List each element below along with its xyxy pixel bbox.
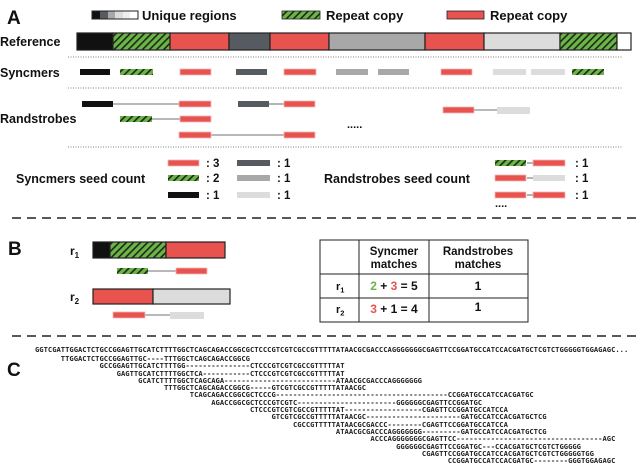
aligned-read: GGGGGGCGAGTTCCGGATGC---CCACGATGCTCGTCTGG… — [35, 441, 581, 451]
alignment-reads: TTGGACTCTGCCGGAGTTGC----TTTGGCTCAGCAGACC… — [35, 354, 616, 466]
row-randstrobe-matches: 1 — [475, 300, 482, 314]
aligned-read: GCATCTTTTGGCTCAGCAGA--------------------… — [35, 375, 422, 385]
randstrobe-strobe — [442, 106, 475, 114]
legend-unique-label: Unique regions — [142, 8, 237, 23]
randstrobe-strobe — [178, 100, 212, 108]
count-value: : 2 — [206, 173, 219, 185]
randstrobes-ellipsis: ..... — [347, 119, 362, 131]
count-value: : 1 — [206, 190, 220, 202]
syncmer-seed — [531, 69, 565, 75]
matches-table: Syncmer matches Randstrobes matches r1 2… — [319, 239, 529, 323]
reference-label: Reference — [0, 35, 60, 49]
randstrobe-seed-count-label: Randstrobes seed count — [324, 172, 471, 186]
aligned-read: CTCCCGTCGTCGCCGTTTTTAT------------------… — [35, 405, 508, 415]
syncmer-seeds — [80, 68, 604, 76]
count-value: : 1 — [575, 158, 589, 170]
aligned-read: ACCCAGGGGGGGCGAGTTCC--------------------… — [35, 434, 616, 444]
read-r2-bar — [92, 288, 231, 305]
syncmer-seed — [283, 68, 317, 76]
table-row: r2 3 + 1 = 4 1 — [336, 300, 482, 318]
header-randstrobes-sub: matches — [455, 259, 502, 271]
row-syncmer-matches: 3 + 1 = 4 — [370, 302, 418, 316]
randstrobe-strobe — [238, 101, 269, 107]
legend-unique-regions: Unique regions — [91, 8, 237, 23]
aligned-read: ATAACGCGACCCAGGGGGGG---------GATGCCATCCA… — [35, 426, 547, 436]
randstrobe-strobe — [82, 101, 113, 107]
read-r2-randstrobe — [112, 311, 204, 319]
header-syncmer: Syncmer — [370, 246, 419, 258]
randstrobe-seeds — [82, 100, 530, 139]
panel-a-letter: A — [7, 8, 21, 29]
row-read-label: r2 — [336, 304, 344, 318]
read-r1-label: r1 — [70, 244, 80, 260]
legend-repeat-green-label: Repeat copy — [326, 8, 404, 23]
randstrobe-strobe — [178, 131, 212, 139]
alignment-reference-sequence: GGTCGATTGGACTCTGCCGGAGTTGCATCTTTTGGCTCAG… — [35, 345, 629, 354]
aligned-read: TCAGCAGACCGGCGCTCCCG--------------------… — [35, 390, 534, 400]
reference-bar — [76, 32, 632, 51]
count-value: : 1 — [277, 173, 291, 185]
randstrobe-strobe — [283, 100, 316, 108]
aligned-read: GTCGTCGCCGTTTTTATAACGC------------------… — [35, 412, 547, 422]
aligned-read: GCCGGAGTTGCATCTTTTGG---------------CTCCC… — [35, 361, 345, 371]
syncmer-seed — [236, 69, 267, 75]
aligned-read: AGACCGGCGCTCCCGTCGTC--------------------… — [35, 397, 483, 407]
randstrobes-label: Randstrobes — [0, 112, 76, 126]
syncmer-seed-count-legend: : 3 : 1 : 2 : 1 : 1 : 1 — [167, 158, 291, 202]
table-row: r1 2 + 3 = 5 1 — [336, 279, 482, 295]
syncmer-seed — [179, 68, 212, 76]
syncmer-seed — [336, 69, 368, 75]
syncmer-seed — [378, 69, 409, 75]
row-read-label: r1 — [336, 281, 344, 295]
syncmer-seed — [493, 69, 526, 75]
legend-repeat-green: Repeat copy — [281, 8, 404, 23]
syncmers-label: Syncmers — [0, 66, 60, 80]
row-syncmer-matches: 2 + 3 = 5 — [370, 279, 418, 293]
syncmer-seed — [440, 68, 473, 76]
count-value: : 1 — [277, 158, 291, 170]
count-value: : 1 — [277, 190, 291, 202]
randstrobe-strobe — [283, 131, 316, 139]
legend-repeat-red-label: Repeat copy — [490, 8, 568, 23]
aligned-read: TTGGACTCTGCCGGAGTTGC----TTTGGCTCAGCAGACC… — [35, 354, 250, 363]
aligned-read: GAGTTGCATCTTTTGGCTCA-----------CTCCCGTCG… — [35, 368, 345, 378]
row-randstrobe-matches: 1 — [475, 279, 482, 293]
randstrobe-strobe — [120, 116, 152, 122]
header-syncmer-sub: matches — [371, 259, 418, 271]
header-randstrobes: Randstrobes — [443, 246, 513, 258]
panel-b-letter: B — [8, 239, 22, 260]
syncmer-seed — [80, 69, 110, 75]
syncmer-seed — [572, 69, 604, 75]
read-r1-randstrobe — [117, 267, 208, 275]
randstrobe-count-ellipsis: .... — [495, 198, 507, 210]
syncmer-seed — [120, 69, 153, 75]
randstrobe-seed-count-legend: : 1 : 1 : 1 .... — [494, 158, 589, 210]
randstrobe-strobe — [179, 115, 212, 123]
aligned-read: TTTGGCTCAGCAGACCGGCG-----GTCGTCGCCGTTTTT… — [35, 383, 367, 393]
syncmer-seed-count-label: Syncmers seed count — [16, 172, 146, 186]
aligned-read: CGCCGTTTTTATAACGCGACCC--------CGAGTTCCGG… — [35, 419, 508, 429]
randstrobe-strobe — [497, 107, 530, 114]
read-r1-bar — [92, 241, 226, 259]
panel-c-letter: C — [7, 360, 21, 381]
aligned-read: CCGGATGCCATCCACGATGC--------GGGTGGAGAGC — [35, 456, 616, 466]
count-value: : 3 — [206, 158, 219, 170]
count-value: : 1 — [575, 190, 589, 202]
legend-repeat-red: Repeat copy — [446, 8, 568, 23]
count-value: : 1 — [575, 173, 589, 185]
read-r2-label: r2 — [70, 290, 80, 306]
aligned-read: CGAGTTCCGGATGCCATCCACGATGCTCGTCTGGGGGTGG — [35, 448, 594, 458]
